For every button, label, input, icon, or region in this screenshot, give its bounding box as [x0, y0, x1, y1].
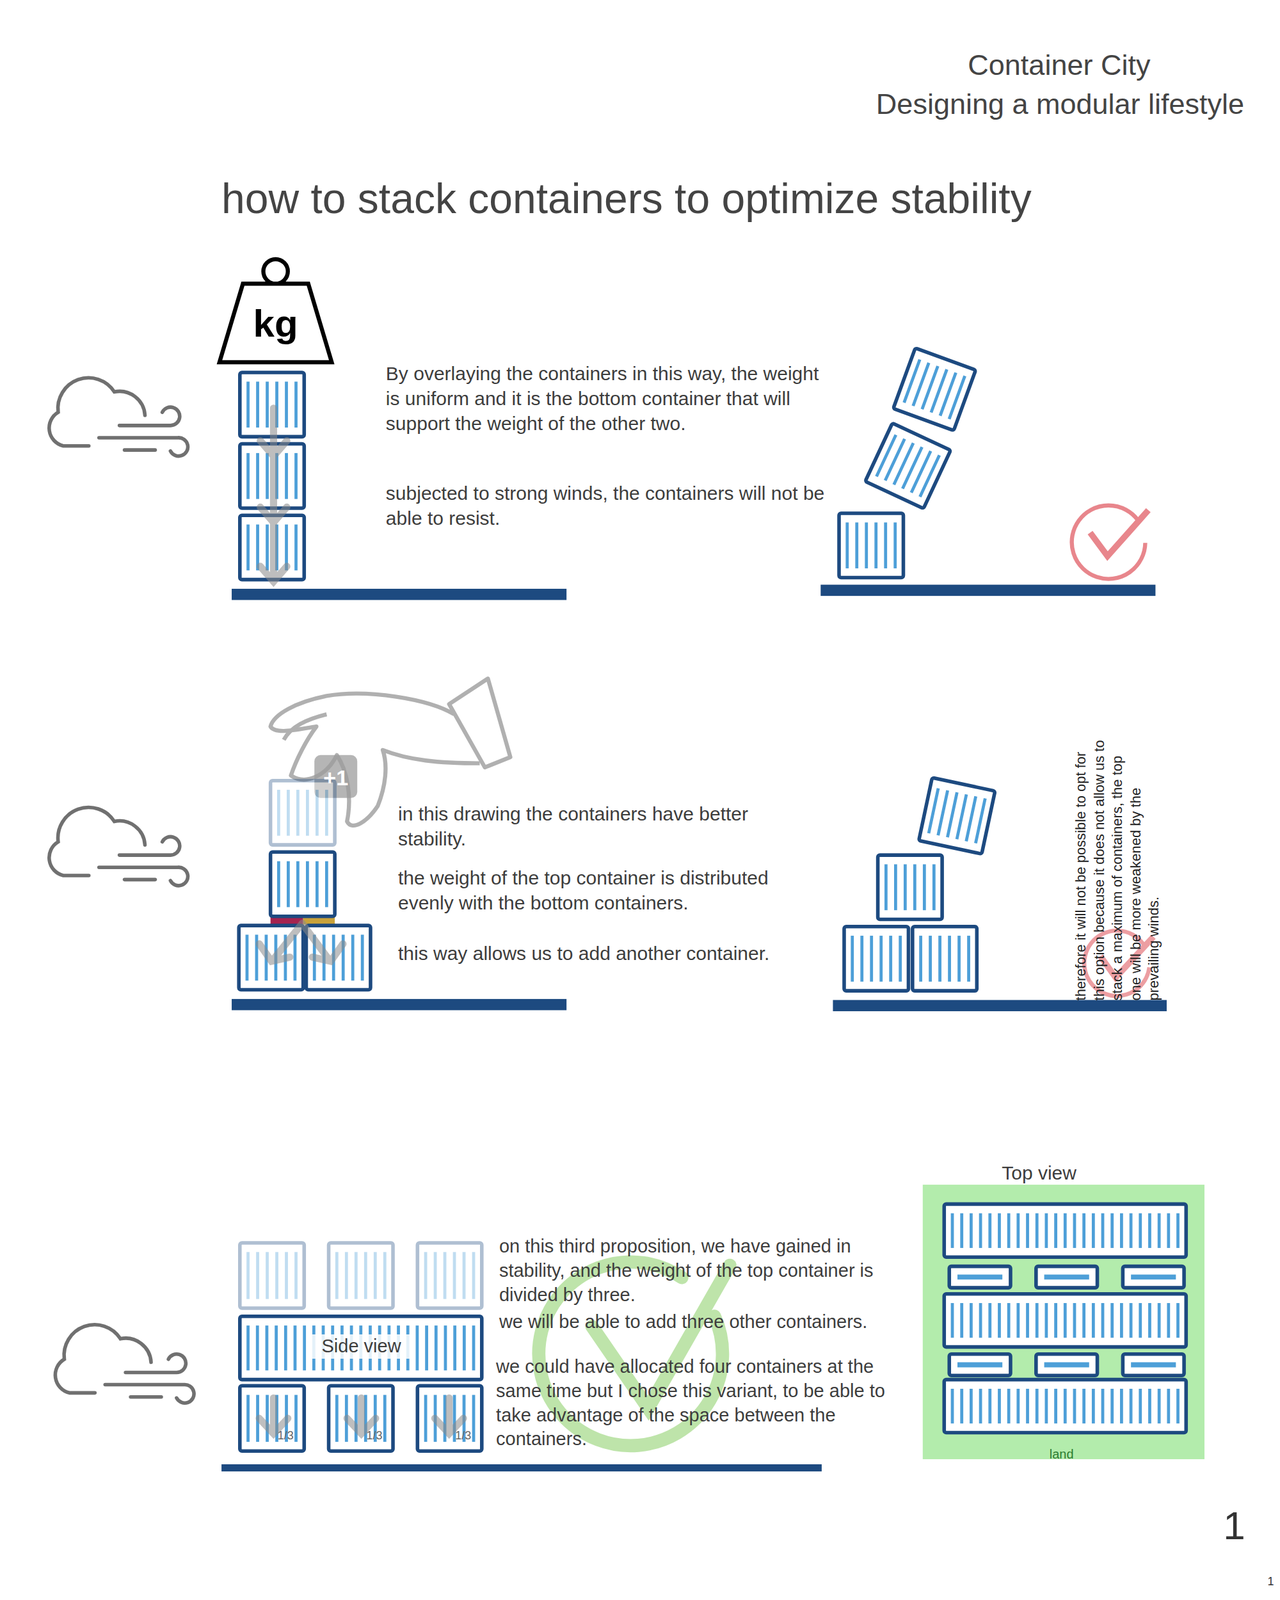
corner-number: 1 — [1253, 1574, 1275, 1590]
container — [240, 1242, 304, 1309]
wind-cloud-icon — [55, 1324, 194, 1403]
wind-cloud-icon — [49, 807, 189, 886]
page-number: 1 — [1194, 1500, 1246, 1552]
container — [417, 1385, 482, 1451]
container — [944, 1379, 1186, 1433]
note-text: on this third proposition, we have gaine… — [499, 1234, 908, 1307]
note-text: By overlaying the containers in this way… — [385, 360, 836, 436]
fraction-label: 1/3 — [277, 1428, 303, 1444]
page-title: how to stack containers to optimize stab… — [221, 171, 1140, 227]
container — [240, 1316, 482, 1380]
ground-bar — [231, 588, 567, 601]
container — [949, 1266, 1011, 1288]
note-text: this way allows us to add another contai… — [398, 940, 807, 966]
container — [944, 1203, 1186, 1257]
project-name: Container City — [837, 46, 1151, 85]
container — [328, 1242, 393, 1309]
ground-bar — [832, 1000, 1167, 1012]
fraction-label: 1/3 — [366, 1428, 392, 1444]
project-subtitle: Designing a modular lifestyle — [694, 85, 1245, 124]
container — [1036, 1266, 1098, 1288]
wind-cloud-icon — [49, 377, 189, 456]
container — [417, 1242, 482, 1309]
fraction-label: 1/3 — [455, 1428, 480, 1444]
rotated-note: therefore it will not be possible to opt… — [1072, 737, 1164, 1001]
container — [270, 780, 335, 845]
weight-label: kg — [219, 298, 332, 349]
container — [844, 926, 909, 991]
land-label: land — [1020, 1445, 1103, 1463]
container — [1036, 1354, 1098, 1376]
check-mark — [1072, 505, 1149, 580]
container — [949, 1354, 1011, 1376]
note-text: we could have allocated four containers … — [496, 1354, 905, 1452]
load-arrows — [259, 408, 464, 1434]
note-text: in this drawing the containers have bett… — [398, 801, 807, 852]
view-label: Top view — [957, 1160, 1121, 1186]
container — [240, 1385, 304, 1451]
container — [865, 423, 952, 509]
container — [839, 513, 904, 578]
container — [893, 348, 976, 431]
container — [270, 851, 335, 916]
ground-bar — [221, 1464, 822, 1472]
note-text: subjected to strong winds, the container… — [385, 480, 836, 531]
view-label: Side view — [312, 1334, 411, 1359]
container — [1122, 1266, 1184, 1288]
container — [912, 926, 977, 991]
badge-label: +1 — [314, 763, 358, 792]
weight-icon — [219, 259, 332, 363]
container — [1122, 1354, 1184, 1376]
land-area — [922, 1184, 1205, 1460]
ground-bar — [231, 999, 567, 1011]
container — [919, 777, 996, 854]
container — [944, 1294, 1186, 1348]
note-text: we will be able to add three other conta… — [499, 1310, 908, 1335]
ground-bar — [820, 584, 1156, 597]
note-text: the weight of the top container is distr… — [398, 865, 807, 916]
container — [328, 1385, 393, 1451]
container — [878, 855, 943, 920]
